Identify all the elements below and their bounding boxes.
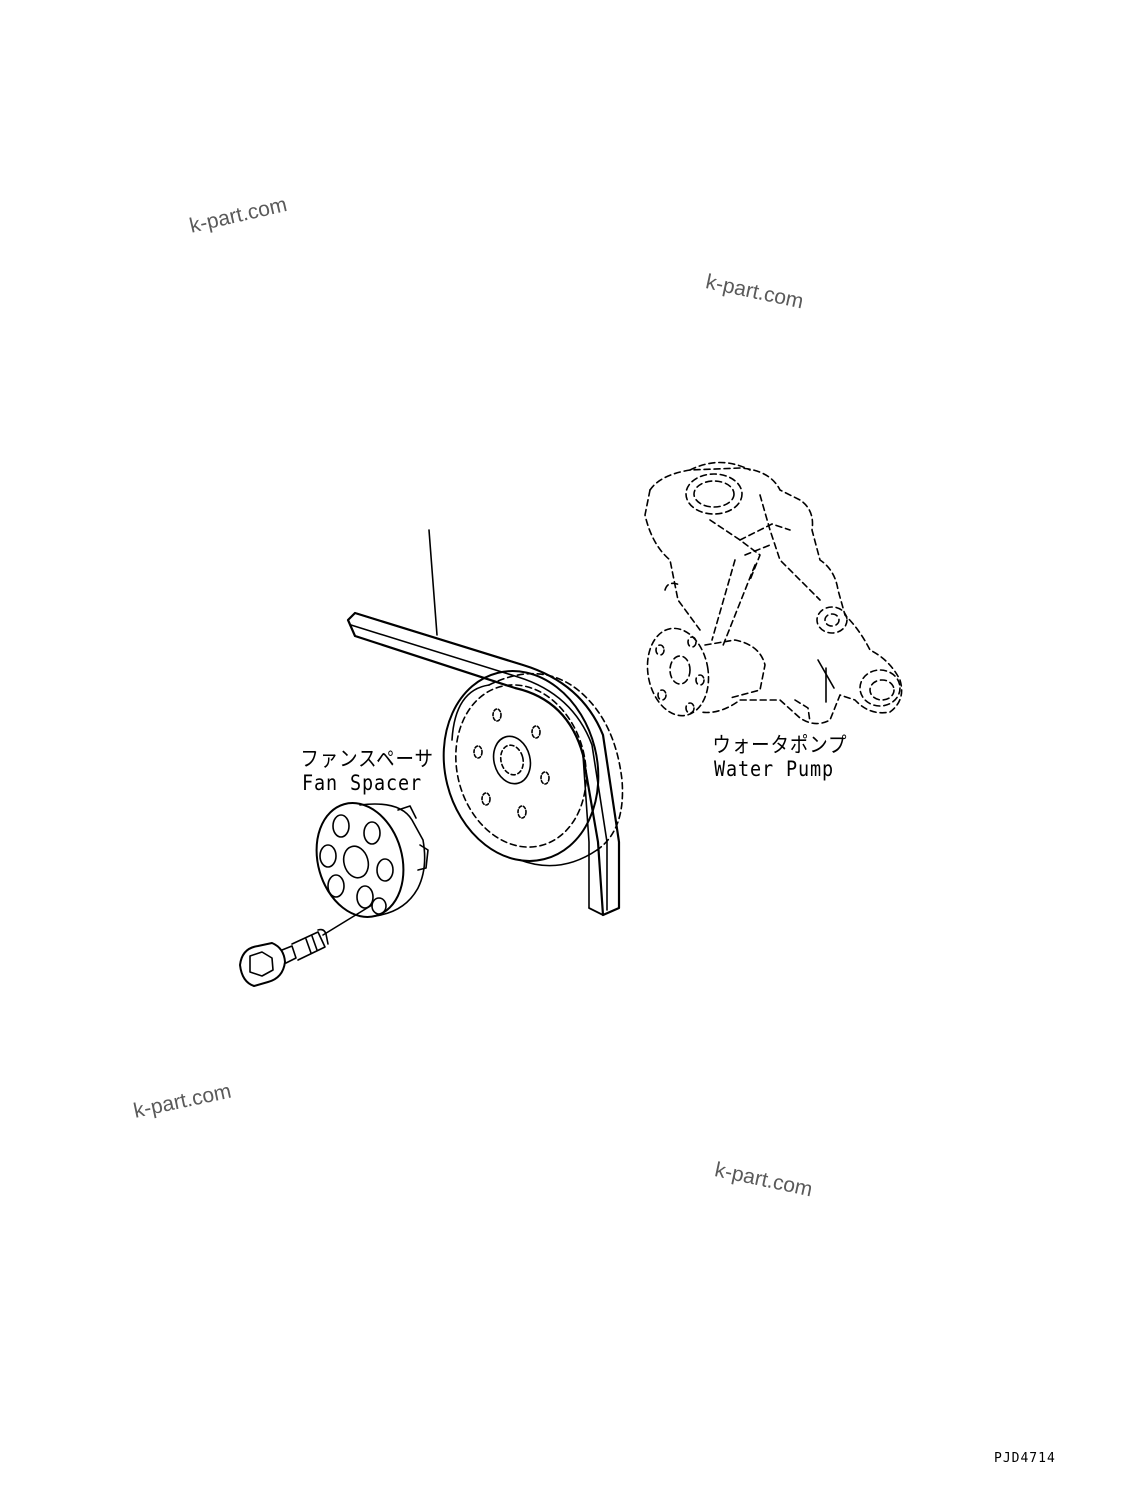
fan-spacer-label-jp: ファンスペーサ — [300, 747, 434, 771]
water-pump-solid-detail — [817, 659, 835, 703]
water-pump-label-jp: ウォータポンプ — [712, 733, 848, 757]
water-pump — [644, 461, 903, 725]
fan-pulley — [442, 670, 624, 867]
drawing-code: PJD4714 — [994, 1451, 1056, 1466]
water-pump-label-en: Water Pump — [713, 757, 835, 781]
fan-spacer — [315, 802, 429, 918]
belt-leader-line — [428, 529, 438, 636]
fan-spacer-label-en: Fan Spacer — [301, 771, 423, 795]
bolt — [239, 904, 373, 987]
